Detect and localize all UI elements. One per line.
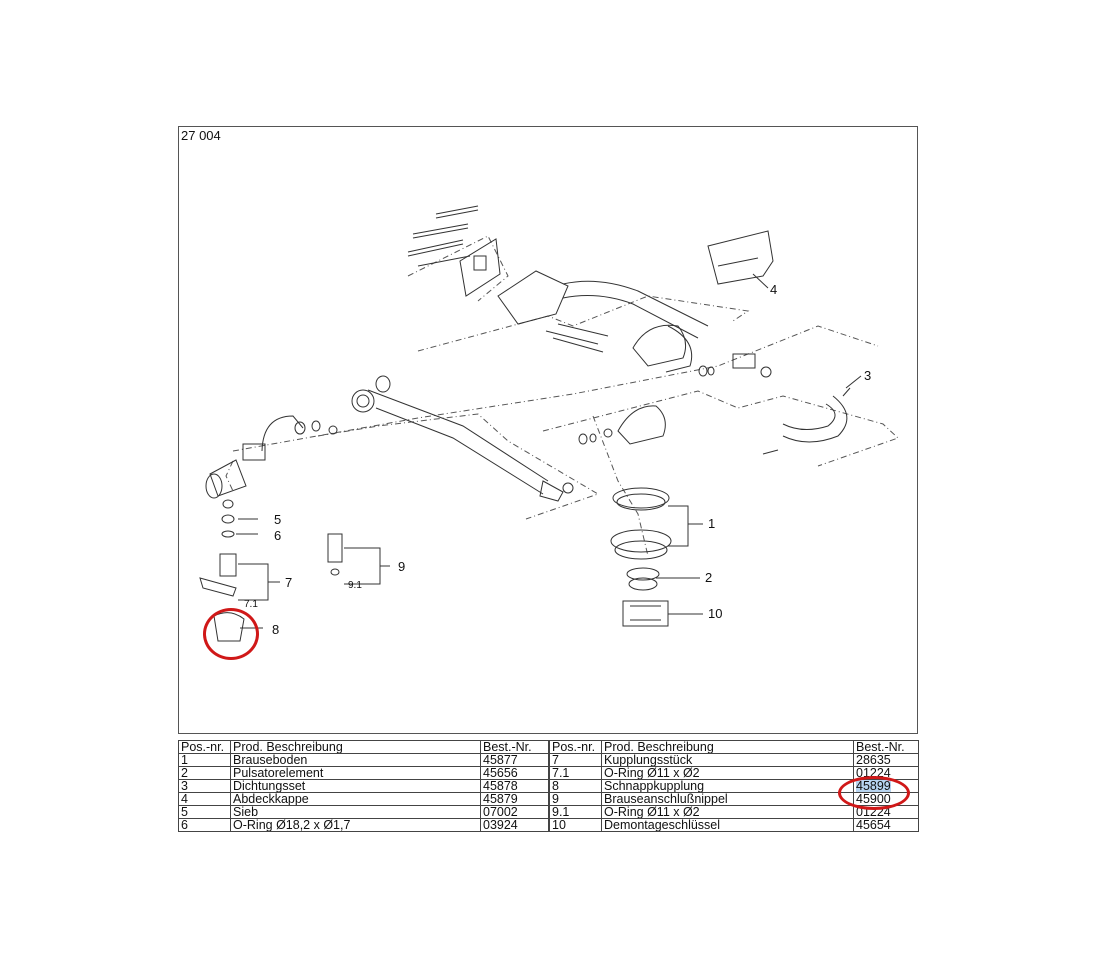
cell-pos: 5 — [178, 805, 231, 819]
cell-order: 45656 — [480, 766, 549, 780]
mounting-bolts — [407, 205, 479, 267]
shower-head-upper — [632, 324, 687, 367]
cell-order: 45879 — [480, 792, 549, 806]
cell-desc: Brauseanschlußnippel — [601, 792, 854, 806]
model-number: 27 004 — [181, 128, 221, 143]
elbow-fitting — [205, 415, 338, 499]
cell-desc: Kupplungsstück — [601, 753, 854, 767]
cell-desc: Demontageschlüssel — [601, 818, 854, 832]
seal-rings-upper — [698, 353, 772, 378]
wall-plate — [459, 238, 501, 297]
callout-9-1: 9.1 — [348, 580, 362, 591]
shower-arm-upper — [497, 270, 709, 373]
annotation-circle-order-45899 — [838, 776, 910, 810]
callout-labels: 1 2 3 4 5 6 7 7.1 8 9 9.1 10 — [244, 282, 871, 637]
callout-9: 9 — [398, 559, 405, 574]
cell-pos: 7 — [549, 753, 602, 767]
callout-4: 4 — [770, 282, 777, 297]
callout-6: 6 — [274, 528, 281, 543]
cell-desc: Dichtungsset — [230, 779, 481, 793]
cell-order: 45877 — [480, 753, 549, 767]
cell-desc: Brauseboden — [230, 753, 481, 767]
header-order: Best.-Nr. — [853, 740, 919, 754]
cell-desc: Pulsatorelement — [230, 766, 481, 780]
cell-desc: O-Ring Ø11 x Ø2 — [601, 805, 854, 819]
table-header-row: Pos.-nr. Prod. Beschreibung Best.-Nr. — [178, 740, 549, 754]
callout-3: 3 — [864, 368, 871, 383]
callout-leaders — [236, 273, 862, 629]
cell-pos: 10 — [549, 818, 602, 832]
cell-pos: 8 — [549, 779, 602, 793]
header-desc: Prod. Beschreibung — [230, 740, 481, 754]
callout-7: 7 — [285, 575, 292, 590]
header-desc: Prod. Beschreibung — [601, 740, 854, 754]
part-9-nipple — [327, 533, 343, 576]
cell-order: 28635 — [853, 753, 919, 767]
callout-10: 10 — [708, 606, 722, 621]
cell-pos: 1 — [178, 753, 231, 767]
cell-order: 45878 — [480, 779, 549, 793]
cell-order: 45654 — [853, 818, 919, 832]
callout-1: 1 — [708, 516, 715, 531]
callout-5: 5 — [274, 512, 281, 527]
cell-pos: 2 — [178, 766, 231, 780]
shower-arm-lower — [351, 375, 574, 502]
cell-pos: 3 — [178, 779, 231, 793]
header-pos: Pos.-nr. — [549, 740, 602, 754]
header-order: Best.-Nr. — [480, 740, 549, 754]
cell-pos: 9 — [549, 792, 602, 806]
cell-order: 07002 — [480, 805, 549, 819]
cell-pos: 9.1 — [549, 805, 602, 819]
cell-desc: O-Ring Ø18,2 x Ø1,7 — [230, 818, 481, 832]
part-10-key — [622, 600, 669, 627]
cell-pos: 4 — [178, 792, 231, 806]
cell-desc: Schnappkupplung — [601, 779, 854, 793]
cell-desc: Abdeckkappe — [230, 792, 481, 806]
cell-pos: 7.1 — [549, 766, 602, 780]
table-header-row: Pos.-nr. Prod. Beschreibung Best.-Nr. — [549, 740, 919, 754]
diagram-frame — [178, 126, 918, 734]
cell-pos: 6 — [178, 818, 231, 832]
callout-8: 8 — [272, 622, 279, 637]
shower-head-lower — [617, 405, 666, 445]
seal-rings-lower — [578, 428, 613, 445]
header-pos: Pos.-nr. — [178, 740, 231, 754]
part-2-pulsator — [626, 567, 660, 591]
wall-plate-hole — [473, 255, 487, 271]
cell-desc: Sieb — [230, 805, 481, 819]
annotation-circle-part-8 — [203, 608, 259, 660]
cover-cap — [707, 230, 774, 285]
cell-order: 03924 — [480, 818, 549, 832]
callout-7-1: 7.1 — [244, 599, 258, 610]
exploded-parts-diagram: 1 2 3 4 5 6 7 7.1 8 9 9.1 10 — [199, 205, 899, 642]
part-1-shower-base — [610, 487, 672, 560]
cell-desc: O-Ring Ø11 x Ø2 — [601, 766, 854, 780]
callout-2: 2 — [705, 570, 712, 585]
assembly-guide-lines — [225, 235, 899, 557]
part-3-curved-arm — [762, 387, 851, 455]
arm-bolts — [545, 323, 609, 353]
